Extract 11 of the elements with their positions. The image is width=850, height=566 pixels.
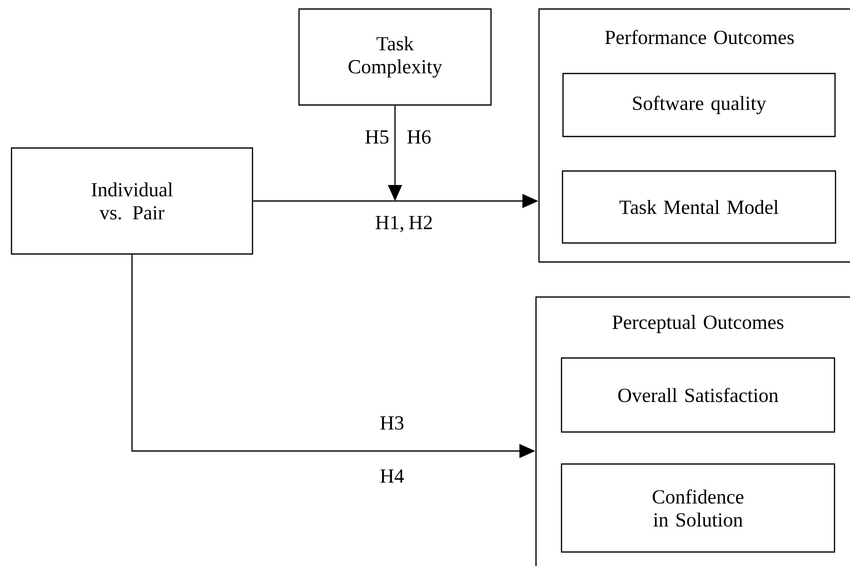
inner-box: Software quality <box>562 72 836 138</box>
inner-box: Task Mental Model <box>562 170 836 244</box>
concept-box: Task Complexity <box>298 8 492 106</box>
inner-box: Confidence in Solution <box>560 463 836 553</box>
edge-label: H1, H2 <box>374 214 434 234</box>
hypothesis-label: H5 <box>364 129 390 145</box>
hypothesis-label: H6 <box>406 129 432 145</box>
hypothesis-label: H4 <box>378 468 406 484</box>
concept-box: Individual vs. Pair <box>10 147 254 255</box>
inner-box: Overall Satisfaction <box>560 357 836 433</box>
edge-label: H3 <box>378 415 406 431</box>
